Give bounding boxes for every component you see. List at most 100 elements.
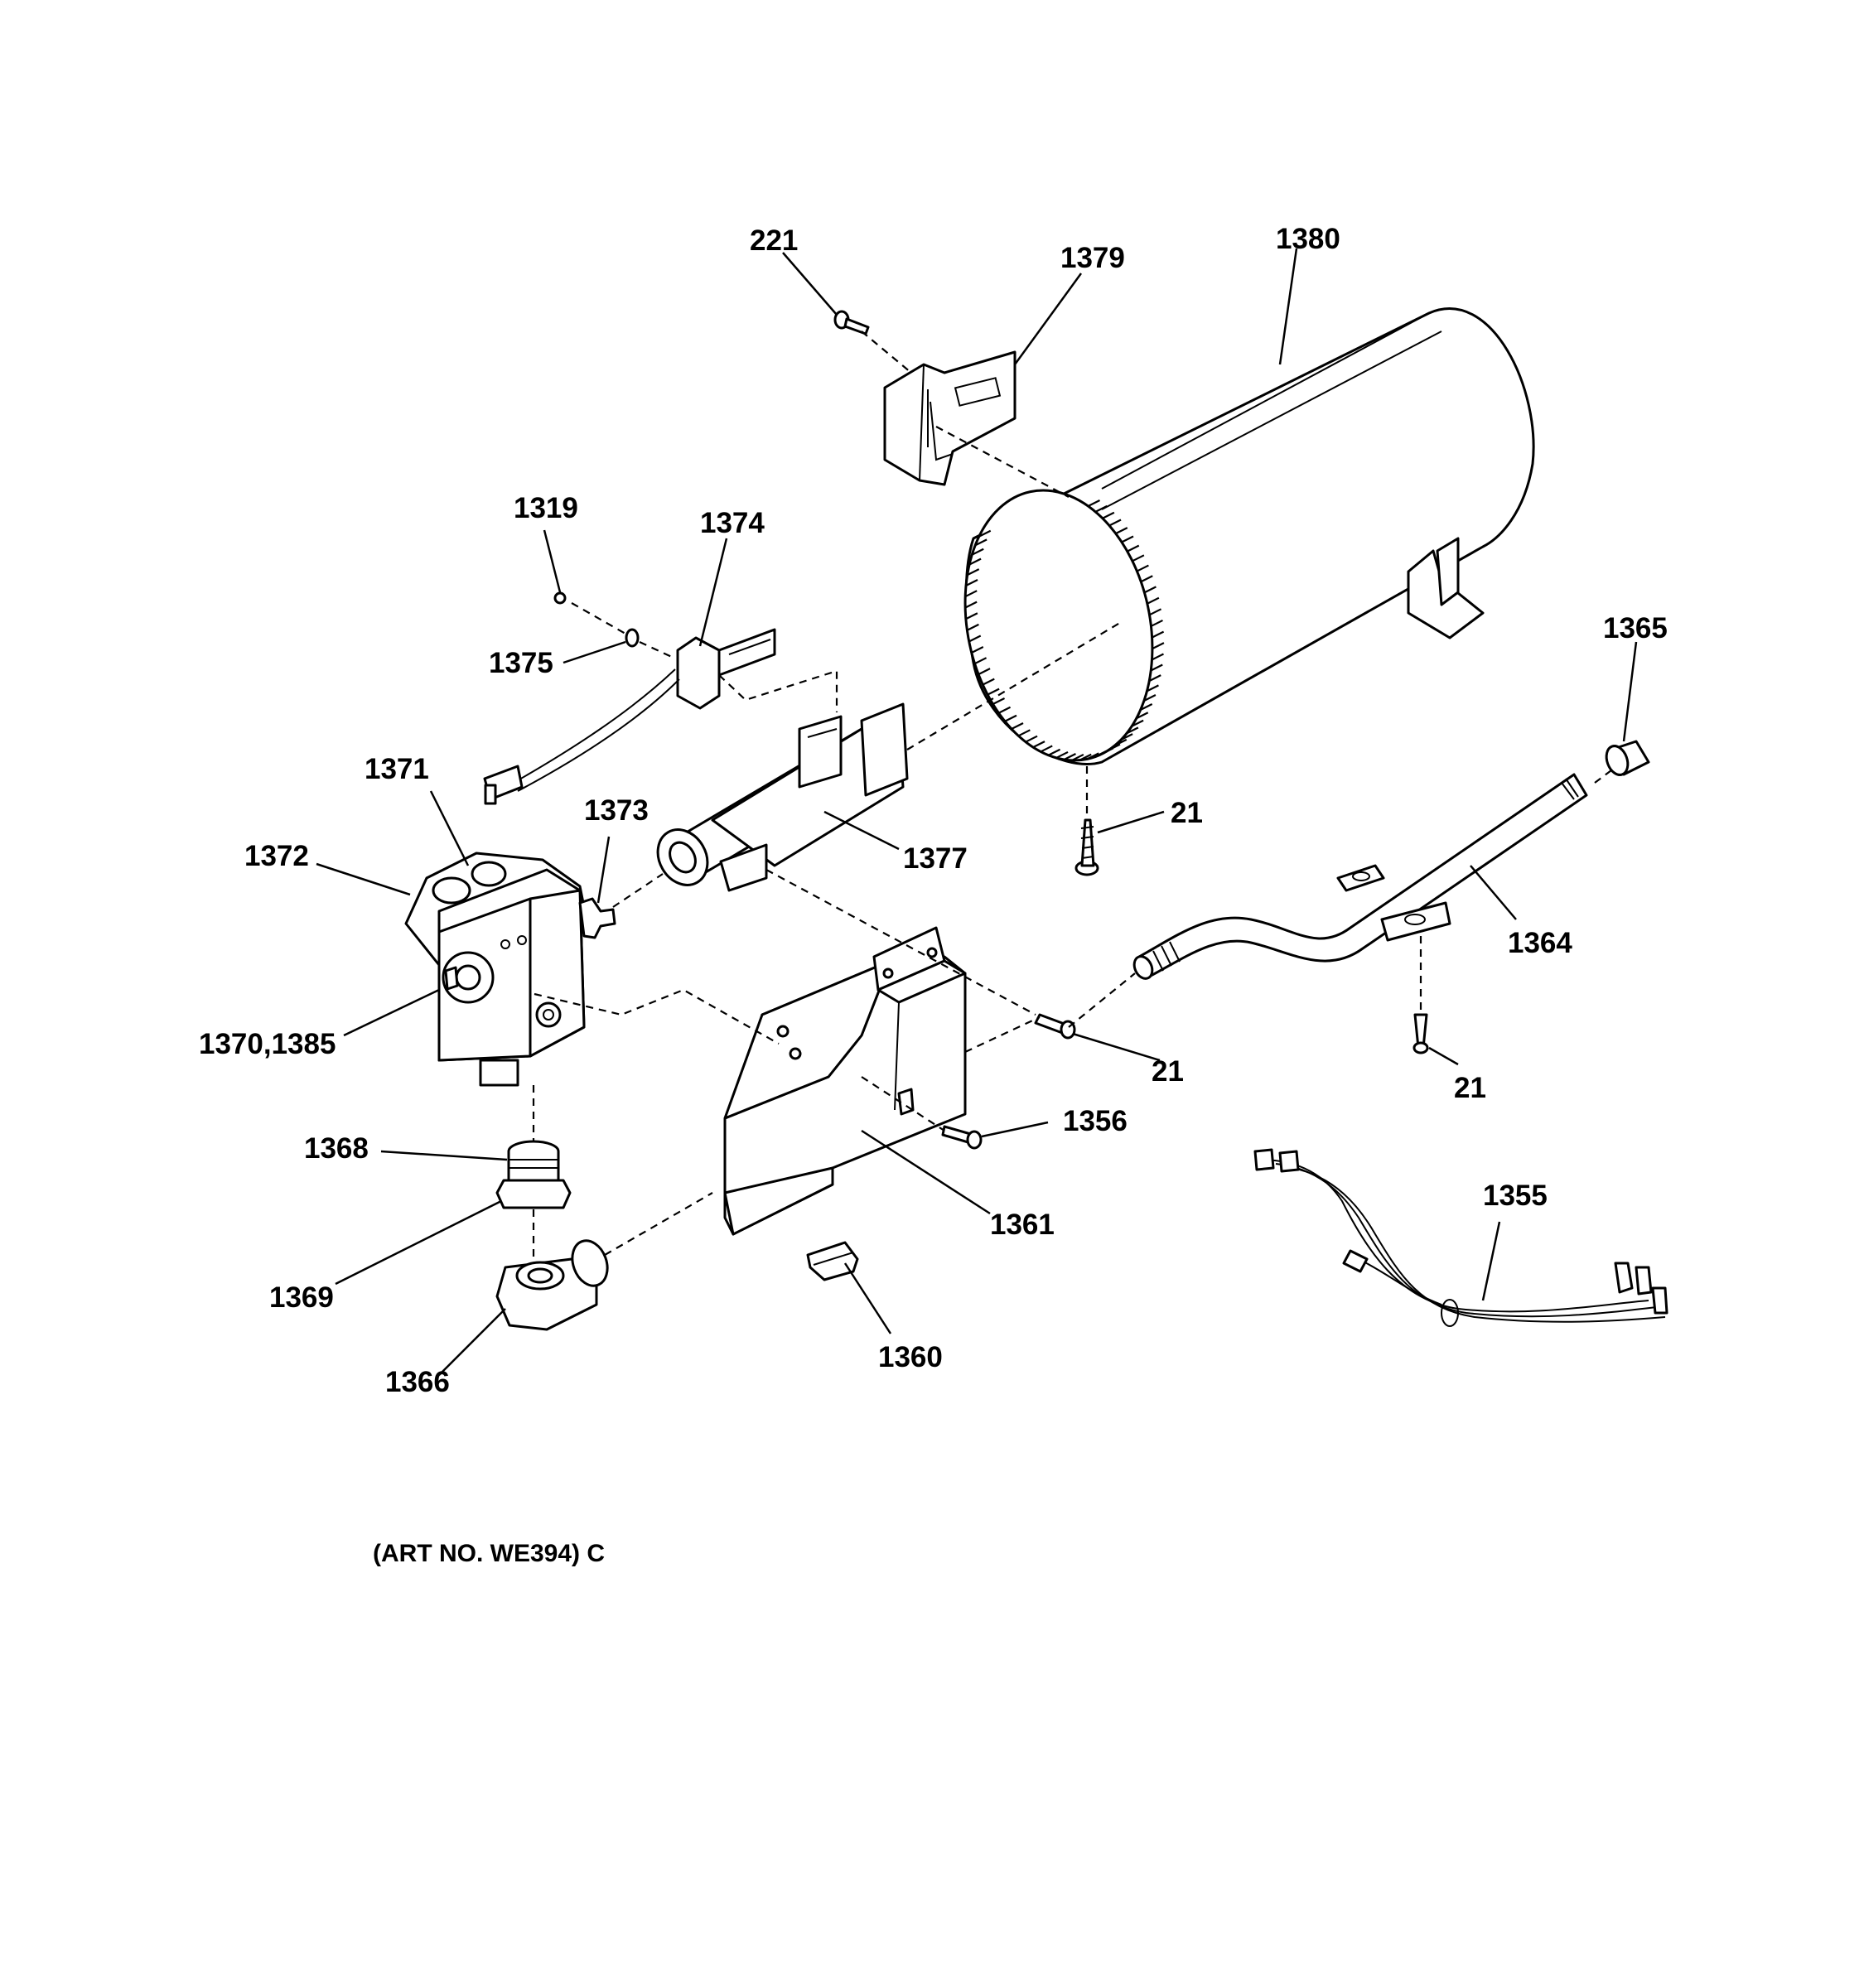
label-1370-1385: 1370,1385: [199, 1028, 336, 1060]
hatch-line: [1079, 753, 1092, 761]
heat-shield-1361: [723, 926, 967, 1236]
hatch-line: [1126, 726, 1139, 735]
hatch-line: [1063, 753, 1076, 760]
assembly-lines: [532, 331, 1612, 1259]
screw-21-manifold: [1412, 1013, 1429, 1054]
label-21-cylinder: 21: [1171, 797, 1203, 829]
label-1371: 1371: [365, 753, 429, 785]
gas-valve-1371: [404, 852, 616, 1087]
label-1374: 1374: [700, 507, 765, 539]
elbow-1366: [495, 1239, 609, 1331]
hatch-line: [998, 706, 1012, 714]
hatch-line: [964, 590, 978, 598]
label-1377: 1377: [903, 842, 968, 875]
hatch-line: [1140, 575, 1153, 583]
fitting-1368: [507, 1140, 560, 1182]
manifold-pipe-1364: [1132, 773, 1588, 980]
hatch-line: [978, 668, 991, 676]
hatch-line: [1140, 703, 1153, 711]
label-1364: 1364: [1508, 927, 1572, 959]
hatch-line: [1150, 663, 1163, 672]
hatch-line: [967, 568, 980, 577]
hatch-line: [1146, 684, 1159, 692]
hatch-line: [1147, 596, 1160, 605]
hatch-line: [1017, 729, 1031, 737]
hatch-line: [1087, 499, 1100, 507]
hatch-line: [1127, 544, 1140, 552]
label-1369: 1369: [269, 1281, 334, 1314]
label-21-shield: 21: [1152, 1055, 1184, 1088]
hatch-line: [964, 601, 978, 609]
hatch-line: [1152, 630, 1165, 639]
hatch-line: [1025, 735, 1038, 743]
hatch-line: [1094, 750, 1107, 758]
hatch-line: [1040, 745, 1053, 753]
hatch-line: [1055, 750, 1069, 759]
hatch-line: [965, 578, 978, 586]
label-1372: 1372: [244, 840, 309, 872]
hatch-line: [1115, 527, 1128, 535]
hatch-line: [1120, 733, 1133, 741]
hatch-line: [965, 612, 978, 620]
part-labels: 221 1379 1380 1319 1374 1375 1365 1371 1…: [199, 223, 1668, 1398]
hatch-line: [1136, 564, 1149, 572]
hatch-line: [992, 697, 1006, 706]
leader-lines: [316, 248, 1638, 1376]
cap-1365: [1605, 740, 1650, 776]
hatch-line: [971, 645, 984, 654]
label-1365: 1365: [1603, 612, 1668, 644]
hatch-line: [971, 548, 984, 556]
hatch-line: [1143, 694, 1157, 702]
hatch-line: [1143, 586, 1157, 594]
hatch-line: [1132, 554, 1145, 562]
hatch-line: [1151, 653, 1164, 661]
hatch-line: [966, 623, 979, 631]
nut-1369: [495, 1179, 572, 1209]
label-221: 221: [750, 224, 798, 257]
washer-1375: [625, 628, 640, 648]
clip-1360: [806, 1241, 859, 1281]
hatch-line: [1149, 608, 1162, 616]
hatch-line: [968, 635, 982, 643]
hatch-line: [1102, 511, 1115, 519]
hatch-line: [1136, 712, 1149, 720]
hatch-line: [1011, 722, 1024, 730]
label-21-manifold: 21: [1454, 1072, 1486, 1104]
hatch-line: [982, 678, 995, 686]
hatch-line: [974, 538, 988, 547]
label-1375: 1375: [489, 647, 553, 679]
hatch-line: [1121, 535, 1134, 543]
label-1368: 1368: [304, 1132, 369, 1165]
hatch-line: [968, 557, 982, 566]
hatch-line: [1004, 714, 1017, 722]
label-1373: 1373: [584, 794, 649, 827]
label-1366: 1366: [385, 1366, 450, 1398]
label-1360: 1360: [878, 1341, 943, 1373]
hatch-line: [987, 688, 1000, 696]
hatch-line: [1071, 753, 1084, 761]
hatch-line: [1131, 719, 1144, 727]
hatch-line: [1114, 738, 1128, 746]
screw-1356: [941, 1125, 983, 1150]
igniter-1374: [483, 628, 776, 805]
hatch-line: [1108, 519, 1122, 527]
burner-tube-1377: [656, 702, 909, 892]
label-1380: 1380: [1276, 223, 1340, 255]
burner-cylinder-1380: [963, 307, 1535, 765]
screw-221: [833, 310, 870, 335]
hatch-line: [1148, 674, 1161, 683]
switch-bracket-1379: [883, 350, 1017, 486]
hatch-line: [1048, 748, 1061, 756]
label-1356: 1356: [1063, 1105, 1128, 1137]
hatch-line: [974, 657, 988, 665]
hatch-line: [1150, 619, 1163, 627]
hatch-line: [1086, 752, 1099, 760]
hatch-line: [1152, 642, 1165, 650]
wire-harness-1355: [1253, 1148, 1668, 1327]
screw-1319: [553, 591, 567, 605]
label-1361: 1361: [990, 1209, 1055, 1241]
art-number: (ART NO. WE394) C: [373, 1540, 605, 1567]
label-1355: 1355: [1483, 1180, 1548, 1212]
label-1319: 1319: [514, 492, 578, 524]
